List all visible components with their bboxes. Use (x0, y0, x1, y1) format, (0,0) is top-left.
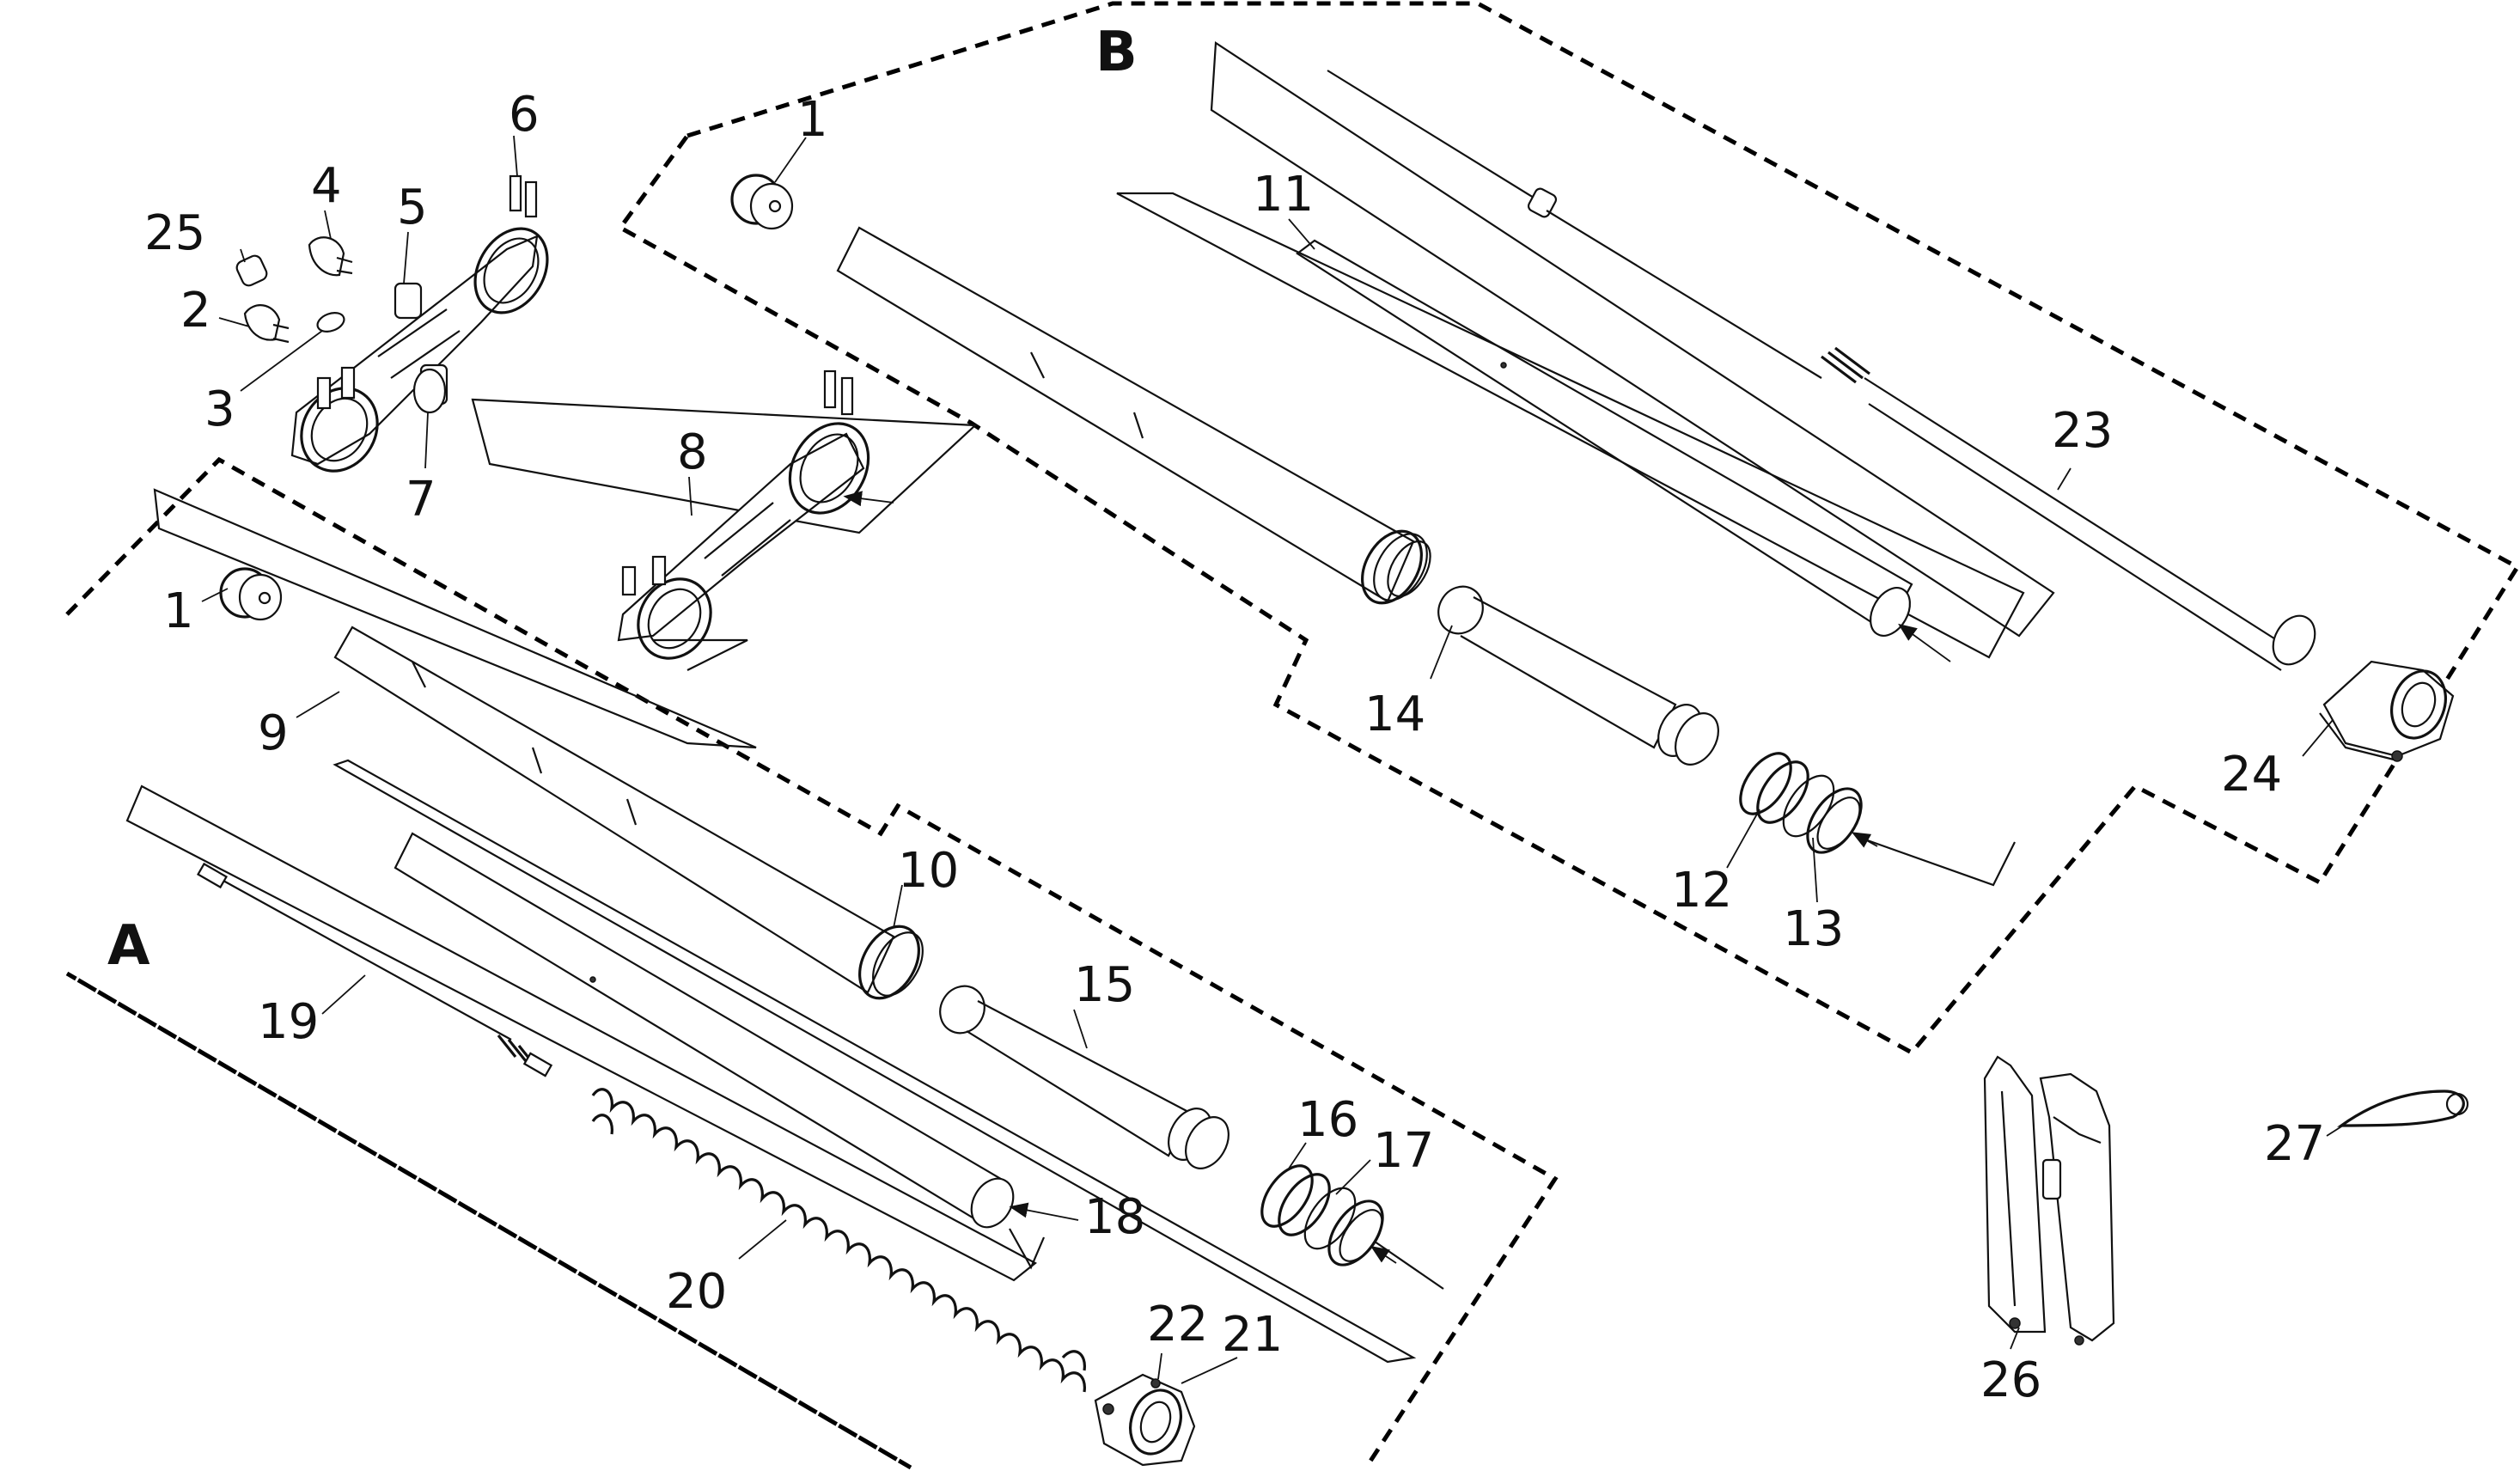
callout-8: 8 (677, 424, 708, 480)
callout-23: 23 (2052, 403, 2113, 459)
damper-rod-23 (1210, 41, 2316, 671)
top-cap-a (219, 567, 283, 621)
callout-17: 17 (1373, 1123, 1434, 1179)
callout-24: 24 (2221, 747, 2282, 803)
group-a-label: A (107, 914, 150, 978)
callout-19: 19 (258, 994, 319, 1050)
group-a-outline (65, 456, 1559, 1470)
callout-26: 26 (1980, 1352, 2041, 1408)
callout-11: 11 (1253, 167, 1314, 223)
callout-16: 16 (1297, 1092, 1358, 1148)
outer-tube-b (836, 226, 1431, 605)
top-cap-b (730, 174, 794, 230)
callout-14: 14 (1364, 687, 1425, 742)
callout-22: 22 (1147, 1297, 1208, 1352)
callout-6: 6 (509, 87, 540, 143)
rings-16-17 (1260, 1164, 1444, 1290)
lower-triple-clamp (471, 369, 978, 671)
callout-1-left: 1 (163, 583, 194, 639)
callout-4: 4 (311, 158, 342, 214)
callout-10: 10 (898, 843, 959, 899)
callout-25: 25 (144, 205, 205, 261)
rings-12-13 (1739, 752, 2016, 887)
inner-tube-18 (333, 759, 1417, 1364)
callout-5: 5 (397, 180, 428, 235)
callout-7: 7 (406, 472, 436, 528)
callout-15: 15 (1074, 957, 1135, 1013)
callout-12: 12 (1671, 863, 1732, 919)
group-b-label: B (1095, 21, 1138, 84)
callout-1-top: 1 (797, 92, 828, 148)
callout-27: 27 (2264, 1116, 2325, 1172)
part-14-and-cartridge (1437, 585, 1719, 766)
cap-parts-2-3-4-25 (235, 236, 447, 414)
callout-20: 20 (666, 1264, 727, 1320)
callout-21: 21 (1222, 1307, 1283, 1363)
callout-18: 18 (1084, 1189, 1145, 1245)
fork-foot-b (2319, 660, 2455, 762)
clip-27 (2337, 1090, 2469, 1127)
spring-20 (591, 1088, 1086, 1393)
callout-13: 13 (1783, 901, 1844, 957)
damper-rod-19 (125, 784, 1037, 1282)
callout-2: 2 (180, 283, 211, 339)
inner-tube-11 (1116, 192, 2025, 662)
outer-tube-a (153, 488, 924, 1000)
callout-3: 3 (204, 381, 235, 437)
part-15-cartridge (939, 985, 1229, 1169)
fork-guards-26 (1983, 1055, 2115, 1346)
fork-foot-a (1094, 1373, 1196, 1467)
leader-lines (201, 135, 2346, 1384)
group-b-outline (617, 1, 2520, 1056)
callout-9: 9 (258, 705, 289, 761)
